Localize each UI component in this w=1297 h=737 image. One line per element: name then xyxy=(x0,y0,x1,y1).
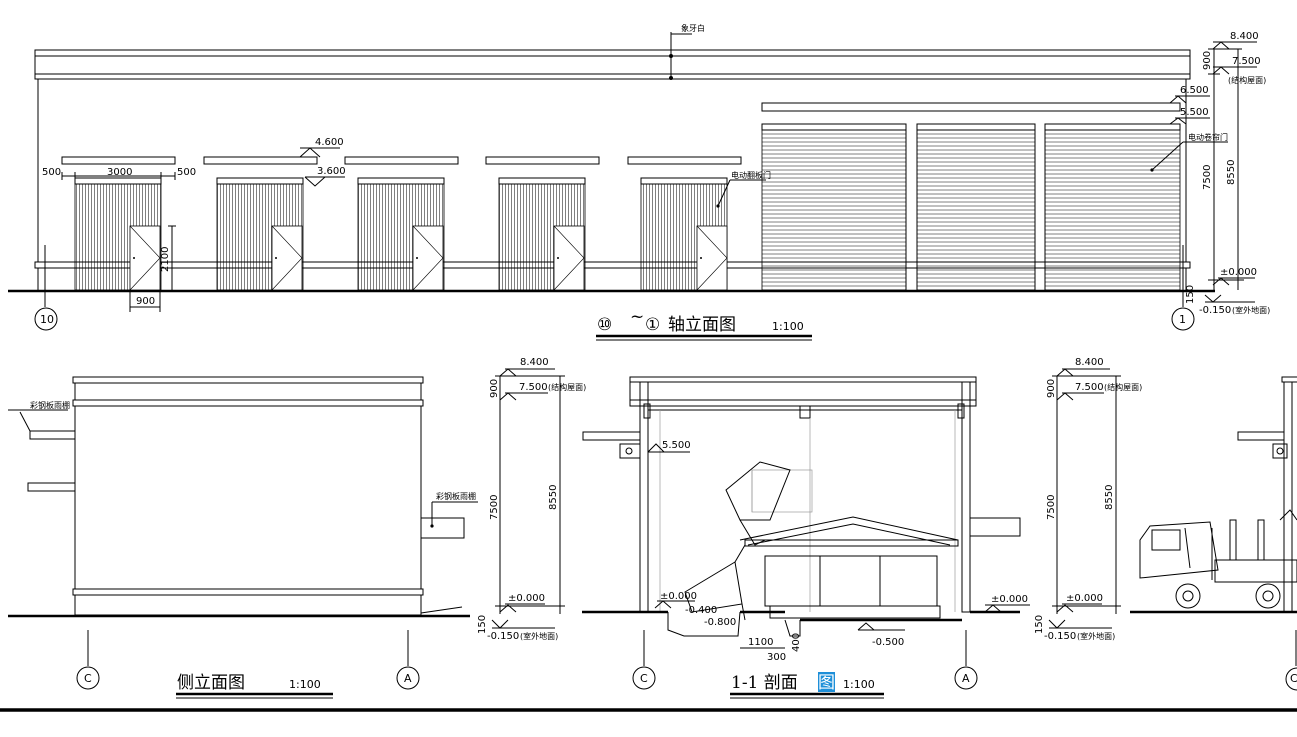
section-elev-roof: 7.500 xyxy=(1075,382,1104,393)
title-axis-from: ⑩ xyxy=(597,315,612,335)
dim-wall: 7500 xyxy=(1202,165,1213,190)
section-dim-parapet: 900 xyxy=(1046,379,1057,398)
section-elev-roof-note: (结构屋面) xyxy=(1104,382,1142,392)
axis-bubble-10 xyxy=(34,307,58,331)
side-dim-total: 8550 xyxy=(548,485,559,510)
title-axis-to: ① xyxy=(645,315,660,335)
small-door-bay-3 xyxy=(344,156,459,291)
side-elev-outdoor: -0.150 xyxy=(487,631,519,642)
section-elev-zero2: ±0.000 xyxy=(1066,593,1103,604)
truck-axis-bubble-c xyxy=(1285,667,1297,691)
section-dim-pit: 1100 xyxy=(748,637,773,648)
elev-roof-note: (结构屋面) xyxy=(1228,75,1266,85)
roller-door-1 xyxy=(761,123,907,291)
parapet-material-label: 象牙白 xyxy=(681,23,705,33)
axis-bubble-1 xyxy=(1171,307,1195,331)
flap-door-label: 电动翻板门 xyxy=(731,170,771,180)
section-dim-plinth: 150 xyxy=(1034,615,1045,634)
elev-top: 8.400 xyxy=(1230,31,1259,42)
dim-margin-left: 500 xyxy=(42,167,61,178)
small-door-bay-4 xyxy=(485,156,600,291)
side-canopy-label-right: 彩钢板雨棚 xyxy=(436,491,476,501)
side-canopy-label-left: 彩钢板雨棚 xyxy=(30,400,70,410)
elev-outdoor-note: (室外地面) xyxy=(1232,305,1270,315)
section-axis-bubble-a xyxy=(954,666,978,690)
title-main-elevation: 轴立面图 xyxy=(668,315,736,335)
elev-roof: 7.500 xyxy=(1232,56,1261,67)
side-elev-roof-note: (结构屋面) xyxy=(548,382,586,392)
side-elev-zero: ±0.000 xyxy=(508,593,545,604)
side-axis-bubble-a xyxy=(396,666,420,690)
section-elev-outdoor-note: (室外地面) xyxy=(1077,631,1115,641)
side-dim-wall: 7500 xyxy=(489,495,500,520)
roller-door-label: 电动卷帘门 xyxy=(1188,132,1228,142)
axis-label-10: 10 xyxy=(40,313,54,326)
small-door-bay-2 xyxy=(203,156,318,291)
dim-total: 8550 xyxy=(1226,160,1237,185)
title-section-highlight-bg xyxy=(818,672,835,692)
roof-band xyxy=(34,73,1191,80)
small-door-bay-1 xyxy=(61,156,176,291)
section-1-1: 5.500 ±0.000 -0.400 -0.800 -0.500 1100 3… xyxy=(582,357,1142,699)
section-elev-top: 8.400 xyxy=(1075,357,1104,368)
section-axis-label-a: A xyxy=(962,672,970,685)
side-axis-bubble-c xyxy=(76,666,100,690)
main-elevation: 象牙白 xyxy=(8,23,1270,341)
elev-outdoor: -0.150 xyxy=(1199,305,1231,316)
section-dim-depth: 400 xyxy=(791,633,802,652)
truck-section: C xyxy=(1130,376,1297,691)
title-section: 1-1 剖面 xyxy=(731,673,798,693)
dim-parapet: 900 xyxy=(1202,51,1213,70)
parapet-cap xyxy=(34,49,1191,57)
elev-door-top-small: 3.600 xyxy=(317,166,346,177)
section-elev-zero: ±0.000 xyxy=(660,591,697,602)
truck-cab xyxy=(1139,521,1219,579)
roller-door-2 xyxy=(916,123,1036,291)
section-elev-pit2: -0.800 xyxy=(704,617,736,628)
truck-axis-label-c: C xyxy=(1290,672,1297,685)
section-axis-label-c: C xyxy=(640,672,648,685)
small-door-bay-5 xyxy=(627,156,742,291)
title-tilde: ~ xyxy=(630,307,644,327)
plinth-band xyxy=(34,261,1191,269)
truck-wheel-front xyxy=(1175,583,1201,609)
title-section-scale: 1:100 xyxy=(843,678,875,691)
side-dim-plinth: 150 xyxy=(477,615,488,634)
elev-canopy-small: 4.600 xyxy=(315,137,344,148)
side-elev-roof: 7.500 xyxy=(519,382,548,393)
section-elev-outdoor: -0.150 xyxy=(1044,631,1076,642)
canopy-large xyxy=(761,102,1181,112)
axis-label-1: 1 xyxy=(1179,313,1186,326)
title-section-highlight: 图 xyxy=(818,673,835,693)
section-dim-total: 8550 xyxy=(1104,485,1115,510)
section-elev-pit3: -0.500 xyxy=(872,637,904,648)
section-elev-pit1: -0.400 xyxy=(685,605,717,616)
side-elev-top: 8.400 xyxy=(520,357,549,368)
elev-door-top-big: 5.500 xyxy=(1180,107,1209,118)
section-elev-zero-right: ±0.000 xyxy=(991,594,1028,605)
title-side-elevation: 侧立面图 xyxy=(177,673,245,693)
title-main-scale: 1:100 xyxy=(772,320,804,333)
elev-canopy-big: 6.500 xyxy=(1180,85,1209,96)
truck-wheel-rear xyxy=(1255,583,1281,609)
section-dim-step: 300 xyxy=(767,652,786,663)
dim-pedestrian-door: 900 xyxy=(136,296,155,307)
dim-door-height: 2100 xyxy=(160,247,171,272)
dim-margin-right: 500 xyxy=(177,167,196,178)
side-dim-parapet: 900 xyxy=(489,379,500,398)
section-elev-canopy: 5.500 xyxy=(662,440,691,451)
side-axis-label-c: C xyxy=(84,672,92,685)
side-elevation: 彩钢板雨棚 彩钢板雨棚 8.400 7.500 (结构屋面) 900 7500 … xyxy=(8,357,586,699)
side-elev-outdoor-note: (室外地面) xyxy=(520,631,558,641)
dim-door-width: 3000 xyxy=(107,167,132,178)
roller-door-3 xyxy=(1044,123,1181,291)
side-axis-label-a: A xyxy=(404,672,412,685)
section-axis-bubble-c xyxy=(632,666,656,690)
section-dim-wall: 7500 xyxy=(1046,495,1057,520)
title-side-scale: 1:100 xyxy=(289,678,321,691)
elev-zero: ±0.000 xyxy=(1220,267,1257,278)
dim-plinth: 150 xyxy=(1185,285,1196,304)
